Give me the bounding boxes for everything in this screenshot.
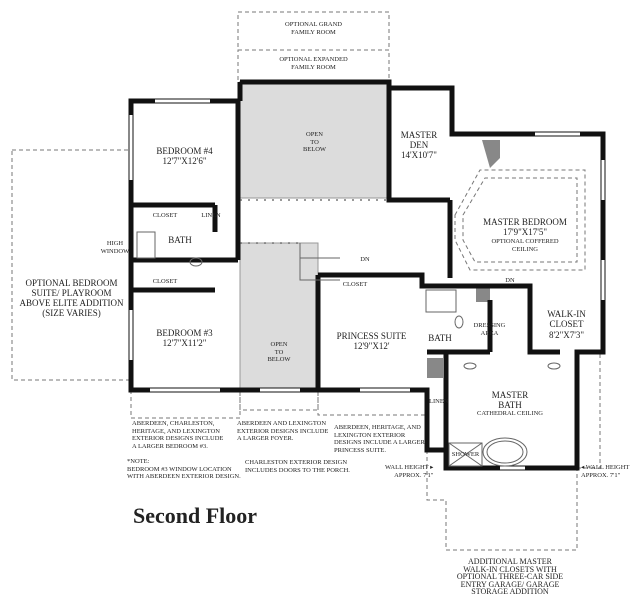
bedroom3-name: BEDROOM #3 (156, 328, 213, 338)
master-den-size: 14'X10'7" (401, 150, 437, 160)
additional-master-closets-label: ADDITIONAL MASTER WALK-IN CLOSETS WITH O… (456, 557, 564, 596)
princess-suite-name: PRINCESS SUITE (336, 331, 407, 341)
shower-label: SHOWER (451, 451, 480, 458)
bath-left-label: BATH (168, 235, 192, 245)
master-bath-name: MASTER BATH (491, 390, 529, 410)
bedroom3-size: 12'7"X11'2" (162, 338, 207, 348)
bedroom4-name: BEDROOM #4 (156, 146, 213, 156)
princess-suite-size: 12'9"X12' (353, 341, 390, 351)
note-princess-suite: ABERDEEN, HERITAGE, AND LEXINGTON EXTERI… (334, 424, 425, 454)
note-bedroom3: ABERDEEN, CHARLESTON, HERITAGE, AND LEXI… (132, 420, 224, 450)
chases (427, 140, 500, 378)
master-bedroom-size: 17'9"X17'5" (502, 227, 548, 237)
master-den-name: MASTER DEN (400, 130, 438, 150)
linen-b4-label: LINEN (201, 212, 221, 219)
optional-expanded-family-room-label: OPTIONAL EXPANDED FAMILY ROOM (279, 56, 348, 71)
note-bedroom3-window: *NOTE: BEDROOM #3 WINDOW LOCATION WITH A… (127, 458, 241, 480)
closet-b3-label: CLOSET (152, 278, 178, 285)
closet-b4-label: CLOSET (152, 212, 178, 219)
open-to-below-bottom-label: OPEN TO BELOW (267, 341, 291, 363)
closet-princess-label: CLOSET (342, 281, 368, 288)
fixtures (136, 199, 561, 467)
wall-height-left: WALL HEIGHT ▸ APPROX. 7'1" (385, 464, 434, 479)
optional-bedroom-suite-label: OPTIONAL BEDROOM SUITE/ PLAYROOM ABOVE E… (19, 278, 124, 318)
floor-title: Second Floor (133, 503, 258, 528)
dn-label-master: DN (505, 277, 515, 284)
wall-height-right: ◂ WALL HEIGHT APPROX. 7'1" (581, 464, 630, 479)
walk-in-closet-name: WALK-IN CLOSET (547, 309, 586, 329)
bath-right-label: BATH (428, 333, 452, 343)
note-porch: CHARLESTON EXTERIOR DESIGN INCLUDES DOOR… (245, 459, 350, 474)
cathedral-ceiling-note: CATHEDRAL CEILING (476, 410, 543, 417)
optional-grand-family-room-label: OPTIONAL GRAND FAMILY ROOM (285, 21, 342, 36)
high-window-label: HIGH WINDOW (100, 240, 130, 255)
master-bedroom-name: MASTER BEDROOM (483, 217, 567, 227)
bedroom4-size: 12'7"X12'6" (162, 156, 207, 166)
walk-in-closet-size: 8'2"X7'3" (548, 330, 585, 340)
linen-master-label: LINEN (429, 398, 449, 405)
note-foyer: ABERDEEN AND LEXINGTON EXTERIOR DESIGNS … (237, 420, 329, 442)
dn-label-stairs: DN (360, 256, 370, 263)
coffered-ceiling-note: OPTIONAL COFFERED CEILING (491, 238, 559, 253)
dressing-area-label: DRESSING AREA (473, 322, 506, 337)
open-to-below-top-label: OPEN TO BELOW (302, 131, 327, 153)
optional-outlines (11, 11, 601, 551)
windows (129, 99, 605, 470)
